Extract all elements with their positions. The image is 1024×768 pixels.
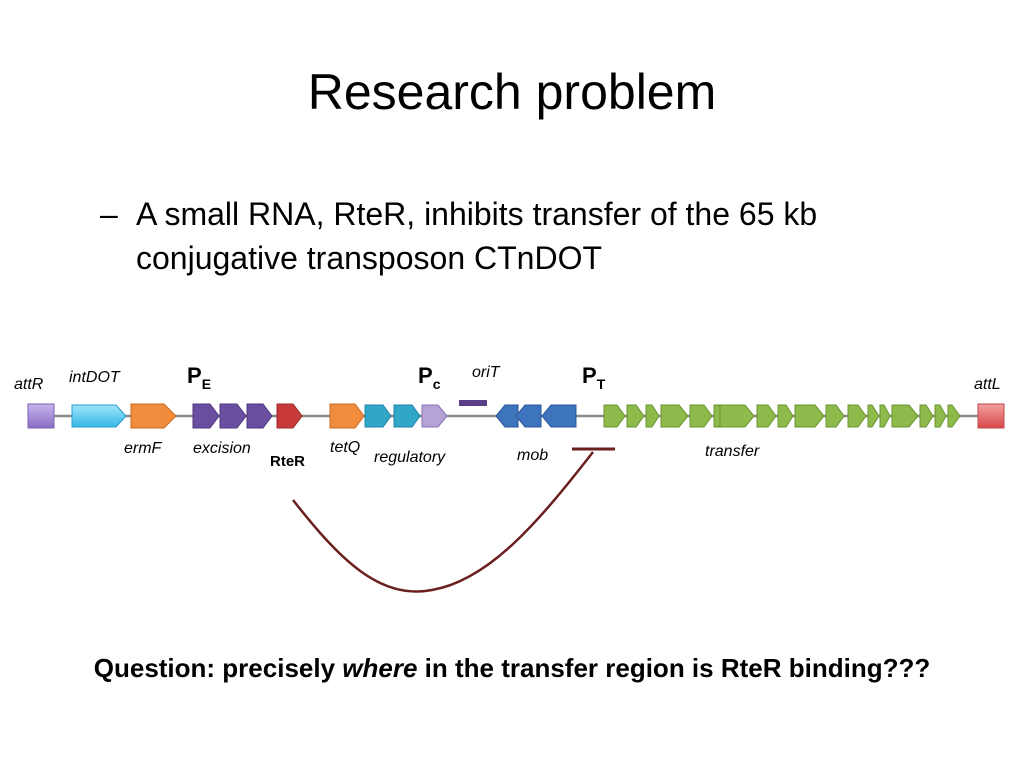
promoter-Pc: Pc: [418, 363, 441, 392]
gene-tetQ: [329, 403, 365, 429]
gene-transfer-16: [919, 404, 934, 428]
gene-transfer-9: [777, 404, 794, 428]
gene-excision-3: [246, 403, 273, 429]
gene-transfer-12: [847, 404, 867, 428]
label-regulatory: regulatory: [374, 449, 446, 466]
transfer-gene-cluster: [603, 404, 961, 428]
gene-transfer-18: [947, 404, 961, 428]
label-excision: excision: [193, 440, 251, 457]
gene-transfer-4: [660, 404, 689, 428]
label-RteR: RteR: [270, 453, 305, 470]
label-ermF: ermF: [124, 440, 163, 457]
question-text: Question: precisely where in the transfe…: [0, 648, 1024, 688]
gene-mob-3: [541, 404, 577, 428]
gene-transfer-3: [645, 404, 660, 428]
gene-excision-1: [192, 403, 220, 429]
gene-transfer-14: [879, 404, 891, 428]
gene-transfer-11: [825, 404, 845, 428]
gene-transfer-10: [794, 404, 825, 428]
gene-regulatory-1: [364, 404, 392, 428]
gene-regulatory-3: [421, 404, 448, 428]
inhibition-arc: [292, 451, 594, 593]
gene-mob-2: [515, 404, 542, 428]
bullet-text: A small RNA, RteR, inhibits transfer of …: [136, 196, 818, 276]
gene-transfer-15: [891, 404, 919, 428]
gene-transfer-17: [934, 404, 947, 428]
gene-intDOT: [71, 404, 127, 428]
bullet-dash: –: [100, 196, 118, 232]
gene-regulatory-2: [393, 404, 421, 428]
question-pre: Question: precisely: [93, 653, 343, 683]
question-post: in the transfer region is RteR binding??…: [417, 653, 931, 683]
label-tetQ: tetQ: [330, 439, 360, 456]
oriT-bar: [459, 400, 487, 406]
attL-box: [977, 403, 1005, 429]
promoter-PT: PT: [582, 363, 606, 392]
gene-transfer-1: [603, 404, 626, 428]
label-intDOT: intDOT: [69, 369, 121, 386]
label-attL: attL: [974, 376, 1001, 393]
label-oriT: oriT: [472, 364, 501, 381]
gene-excision-2: [219, 403, 247, 429]
gene-transfer-5: [689, 404, 713, 428]
promoter-PE: PE: [187, 363, 211, 392]
gene-transfer-2: [626, 404, 645, 428]
gene-transfer-7: [719, 404, 755, 428]
label-attR: attR: [14, 376, 44, 393]
gene-map-diagram: attR intDOT ermF excision RteR tetQ regu…: [14, 363, 1005, 593]
gene-mob-1: [495, 404, 519, 428]
gene-transfer-13: [867, 404, 880, 428]
slide-title: Research problem: [307, 64, 717, 120]
gene-ermF: [130, 403, 177, 429]
question-emphasis: where: [342, 653, 418, 683]
gene-RteR: [276, 403, 303, 429]
label-mob: mob: [517, 447, 548, 464]
attR-box: [27, 403, 55, 429]
label-transfer: transfer: [705, 443, 760, 460]
gene-transfer-8: [756, 404, 777, 428]
